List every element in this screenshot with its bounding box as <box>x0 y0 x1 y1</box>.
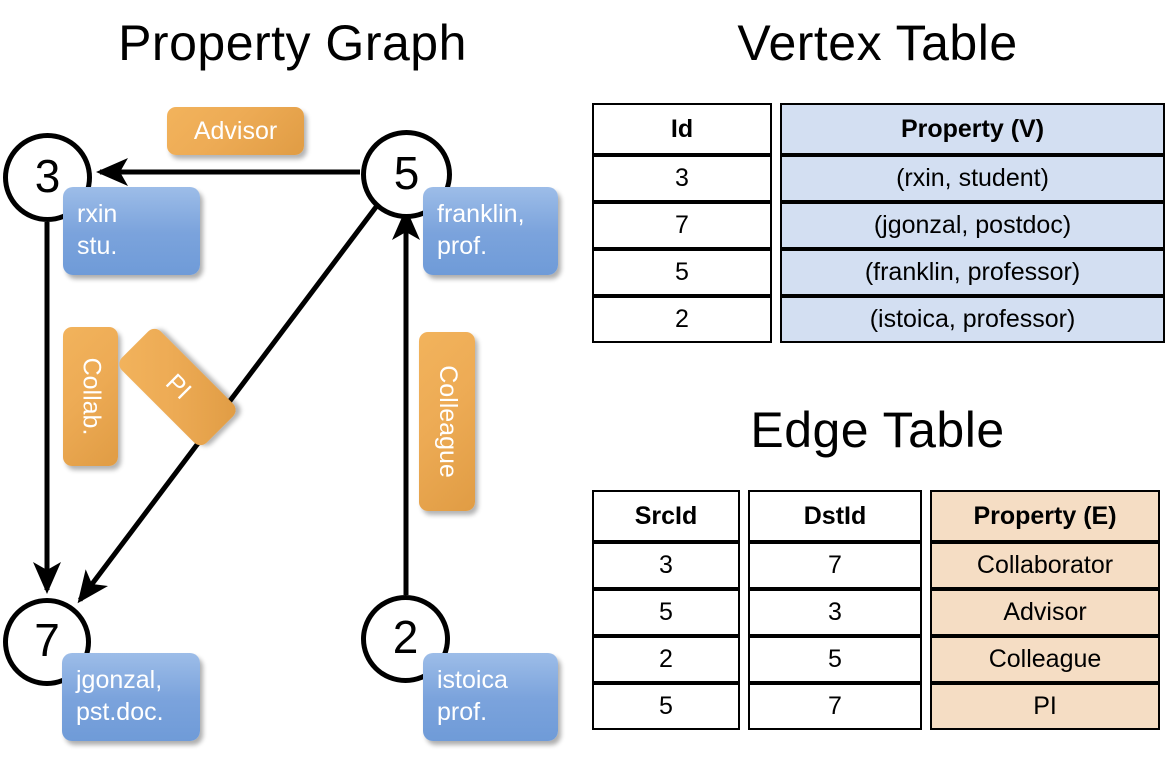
column-gap <box>922 636 930 683</box>
vertex-table: Id Property (V) 3 (rxin, student) 7 (jgo… <box>592 103 1165 343</box>
edge-table: SrcId DstId Property (E) 3 7 Collaborato… <box>592 490 1160 730</box>
graph-node-2-label: 2 <box>392 611 419 663</box>
edge-table-col-property: Property (E) <box>930 490 1160 542</box>
column-gap <box>772 202 780 249</box>
edge-srcid-cell: 2 <box>592 636 740 683</box>
node-property-line-1: istoica <box>437 666 508 694</box>
edge-label-collab[interactable]: Collab. <box>63 327 118 466</box>
column-gap <box>922 490 930 542</box>
node-property-line-2: stu. <box>77 232 118 260</box>
page-title-property-graph: Property Graph <box>118 15 467 71</box>
page-title-vertex-table: Vertex Table <box>737 15 1018 71</box>
edge-label-collab-text: Collab. <box>77 357 106 436</box>
node-property-line-2: pst.doc. <box>76 698 164 726</box>
edge-srcid-cell: 5 <box>592 589 740 636</box>
edge-srcid-cell: 3 <box>592 542 740 589</box>
table-row[interactable]: 3 (rxin, student) <box>592 155 1165 202</box>
column-gap <box>740 683 748 730</box>
edge-table-col-srcid: SrcId <box>592 490 740 542</box>
edge-label-colleague-text: Colleague <box>433 365 462 478</box>
graph-node-5[interactable]: 5 <box>361 130 452 219</box>
column-gap <box>740 636 748 683</box>
node-property-line-2: prof. <box>437 698 488 726</box>
edge-label-advisor[interactable]: Advisor <box>167 107 304 155</box>
node-property-box-2[interactable]: istoica prof. <box>423 653 558 741</box>
column-gap <box>922 589 930 636</box>
table-row[interactable]: 5 (franklin, professor) <box>592 249 1165 296</box>
column-gap <box>922 542 930 589</box>
node-property-line-2: prof. <box>437 232 488 260</box>
edge-label-pi-text: PI <box>159 368 197 405</box>
edge-label-advisor-text: Advisor <box>193 116 278 145</box>
edge-label-pi[interactable]: PI <box>115 325 240 449</box>
node-property-line-1: franklin, <box>437 200 525 228</box>
column-gap <box>772 155 780 202</box>
vertex-property-cell: (jgonzal, postdoc) <box>780 202 1165 249</box>
column-gap <box>772 249 780 296</box>
vertex-property-cell: (rxin, student) <box>780 155 1165 202</box>
graph-node-2[interactable]: 2 <box>361 595 450 683</box>
table-row[interactable]: 2 5 Colleague <box>592 636 1160 683</box>
table-row[interactable]: 3 7 Collaborator <box>592 542 1160 589</box>
table-row[interactable]: 2 (istoica, professor) <box>592 296 1165 343</box>
page-title-edge-table: Edge Table <box>750 402 1005 458</box>
column-gap <box>772 103 780 155</box>
edge-srcid-cell: 5 <box>592 683 740 730</box>
column-gap <box>740 542 748 589</box>
edge-property-cell: Colleague <box>930 636 1160 683</box>
edge-property-cell: Advisor <box>930 589 1160 636</box>
edge-table-header-row: SrcId DstId Property (E) <box>592 490 1160 542</box>
vertex-property-cell: (franklin, professor) <box>780 249 1165 296</box>
edge-dstid-cell: 5 <box>748 636 922 683</box>
vertex-table-header-row: Id Property (V) <box>592 103 1165 155</box>
node-property-line-1: jgonzal, <box>76 666 163 694</box>
vertex-table-col-property: Property (V) <box>780 103 1165 155</box>
column-gap <box>740 490 748 542</box>
graph-node-5-label: 5 <box>393 146 420 199</box>
vertex-id-cell: 2 <box>592 296 772 343</box>
column-gap <box>772 296 780 343</box>
edge-dstid-cell: 7 <box>748 542 922 589</box>
node-property-box-3[interactable]: rxin stu. <box>63 187 200 275</box>
edge-property-cell: Collaborator <box>930 542 1160 589</box>
table-row[interactable]: 7 (jgonzal, postdoc) <box>592 202 1165 249</box>
node-property-line-1: rxin <box>77 200 118 228</box>
edge-label-colleague[interactable]: Colleague <box>419 332 475 511</box>
table-row[interactable]: 5 3 Advisor <box>592 589 1160 636</box>
graph-node-3-label: 3 <box>34 149 61 202</box>
edge-dstid-cell: 3 <box>748 589 922 636</box>
edge-property-cell: PI <box>930 683 1160 730</box>
graph-node-7-label: 7 <box>34 614 60 666</box>
node-property-box-5[interactable]: franklin, prof. <box>423 187 558 275</box>
column-gap <box>922 683 930 730</box>
vertex-table-col-id: Id <box>592 103 772 155</box>
vertex-id-cell: 7 <box>592 202 772 249</box>
table-row[interactable]: 5 7 PI <box>592 683 1160 730</box>
edge-table-col-dstid: DstId <box>748 490 922 542</box>
node-property-box-7[interactable]: jgonzal, pst.doc. <box>62 653 200 741</box>
edge-dstid-cell: 7 <box>748 683 922 730</box>
vertex-id-cell: 5 <box>592 249 772 296</box>
vertex-property-cell: (istoica, professor) <box>780 296 1165 343</box>
property-graph-diagram: 3 5 7 2 rxin stu. franklin, prof. jgonza… <box>3 107 558 741</box>
vertex-id-cell: 3 <box>592 155 772 202</box>
column-gap <box>740 589 748 636</box>
